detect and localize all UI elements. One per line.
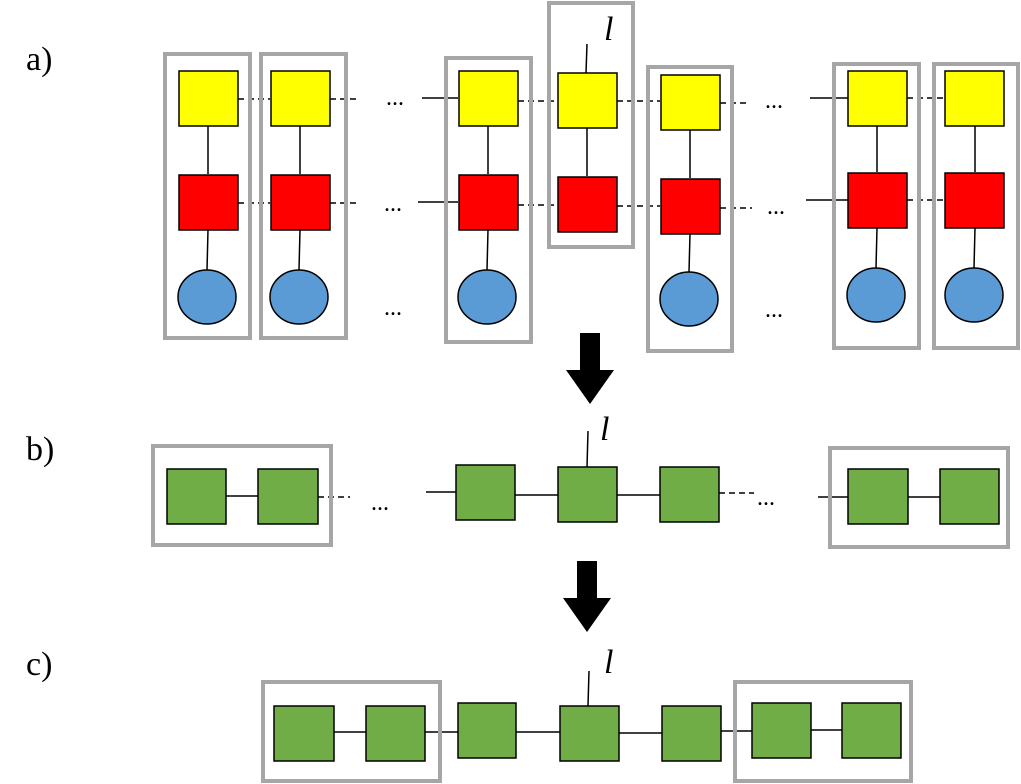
panel-a-yellow-site — [178, 70, 239, 127]
panel-a-red-site — [660, 178, 721, 235]
panel-b-merged-site — [939, 468, 1000, 525]
panel-a-vertical-bonds — [206, 126, 976, 273]
panel-a-blue-site — [846, 267, 906, 323]
panel-c-merged-site — [841, 702, 902, 759]
panel-a-yellow-site — [944, 70, 1005, 127]
panel-a-red-site — [178, 174, 239, 231]
panel-c-merged-site — [365, 705, 426, 762]
panel-a-ellipsis: ... — [767, 194, 785, 220]
panel-a-physical-index-stub — [585, 43, 588, 74]
panel-c-merged-site — [559, 705, 620, 762]
panel-a-ellipsis: ... — [386, 85, 404, 111]
panel-a-ellipsis: ... — [384, 295, 402, 321]
arrow-a-to-b — [566, 333, 614, 404]
panel-a-ellipsis: ... — [765, 297, 783, 323]
panel-a-label: a) — [26, 41, 52, 78]
panel-c-label: c) — [26, 646, 52, 683]
panel-a-yellow-site — [557, 72, 618, 129]
panel-b-frame-right — [828, 446, 1010, 549]
panel-a-frame-5 — [646, 65, 734, 353]
panel-b-physical-index-stub — [586, 430, 589, 468]
panel-a-blue-site — [659, 271, 719, 327]
panel-a-frame-2 — [259, 52, 348, 340]
panel-a-yellow-site — [660, 74, 721, 131]
panel-b-label: b) — [26, 431, 54, 468]
panel-b-merged-site — [166, 468, 227, 525]
panel-a-frame-center — [547, 1, 635, 249]
panel-b: b) ... l ... — [26, 411, 1010, 549]
panel-c-merged-site — [457, 702, 517, 759]
arrow-b-to-c — [563, 561, 611, 632]
panel-b-frame-left — [151, 444, 333, 547]
panel-c-physical-index-stub — [587, 670, 590, 707]
panel-a-site-index-label: l — [604, 11, 613, 48]
panel-c: c) l — [26, 644, 913, 783]
panel-c-merged-site — [751, 702, 812, 759]
panel-c-frame-right — [733, 680, 913, 783]
panel-c-site-index-label: l — [604, 644, 613, 681]
panel-c-merged-site — [661, 705, 722, 762]
panel-c-merged-site — [273, 705, 335, 762]
panel-a-frame-1 — [163, 52, 252, 340]
panel-a-red-site — [270, 174, 331, 231]
panel-a-blue-site — [269, 269, 329, 325]
panel-a-yellow-site — [847, 70, 908, 127]
panel-a-yellow-site — [270, 70, 331, 127]
panel-b-merged-site — [847, 468, 909, 525]
panel-a: a) — [26, 1, 1020, 353]
panel-a-frame-3 — [444, 56, 533, 344]
panel-a-ellipsis: ... — [765, 88, 783, 114]
panel-a-red-site — [557, 176, 618, 233]
panel-b-merged-site — [257, 468, 319, 525]
panel-b-merged-site — [659, 466, 720, 523]
panel-b-ellipsis: ... — [757, 485, 775, 511]
panel-b-merged-site — [557, 466, 618, 523]
panel-a-red-site — [847, 172, 908, 229]
panel-a-blue-site — [944, 267, 1004, 323]
panel-a-frame-7 — [932, 62, 1020, 350]
panel-b-ellipsis: ... — [371, 490, 389, 516]
panel-b-site-index-label: l — [600, 411, 609, 448]
panel-a-ellipsis: ... — [384, 191, 402, 217]
panel-a-yellow-site — [458, 70, 519, 127]
panel-b-merged-site — [455, 464, 516, 521]
panel-c-frame-left — [261, 680, 442, 783]
panel-a-red-site — [944, 172, 1005, 229]
panel-a-frame-6 — [832, 62, 921, 350]
panel-a-blue-site — [177, 269, 237, 325]
panel-a-blue-site — [457, 269, 517, 325]
panel-a-red-site — [458, 174, 519, 231]
